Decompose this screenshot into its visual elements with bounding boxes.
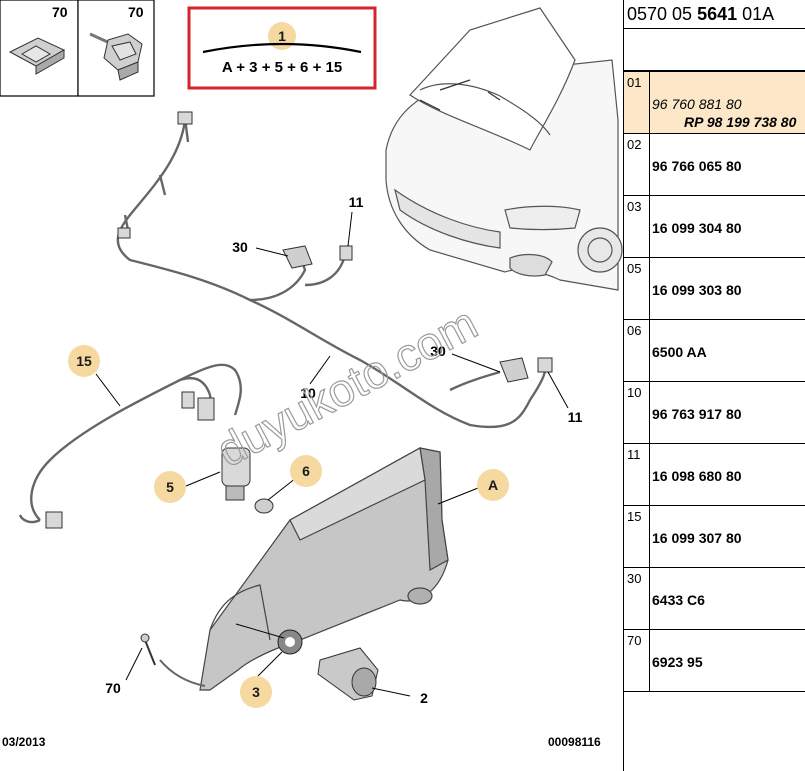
part-reference: 96 766 065 80 <box>650 134 805 195</box>
callout-10: 10 <box>300 385 316 401</box>
reference-code: 0570 05 5641 01A <box>624 0 805 29</box>
part-number: 06 <box>624 320 650 381</box>
part-reference-primary: 6433 C6 <box>652 592 705 608</box>
part-reference: 16 099 303 80 <box>650 258 805 319</box>
part-reference-primary: 16 098 680 80 <box>652 468 742 484</box>
part-number: 30 <box>624 568 650 629</box>
clip-icon <box>8 37 66 75</box>
callout-30: 30 <box>430 343 446 359</box>
svg-text:3: 3 <box>252 684 260 700</box>
car-illustration <box>385 7 623 291</box>
callout-2: 2 <box>420 690 428 706</box>
part-reference: 96 763 917 80 <box>650 382 805 443</box>
bubble-callout-5: 5 <box>154 471 186 503</box>
grommet-6[interactable] <box>254 498 274 514</box>
part-reference: 16 098 680 80 <box>650 444 805 505</box>
callout-11: 11 <box>568 409 583 425</box>
part-reference-primary: 96 760 881 80 <box>652 96 742 112</box>
part-number: 05 <box>624 258 650 319</box>
formula-text: A + 3 + 5 + 6 + 15 <box>222 59 342 76</box>
callout-70: 70 <box>105 680 121 696</box>
part-reference-primary: 96 766 065 80 <box>652 158 742 174</box>
part-reference: 16 099 307 80 <box>650 506 805 567</box>
part-reference: 6500 AA <box>650 320 805 381</box>
formula-box: 1 A + 3 + 5 + 6 + 15 <box>187 6 377 90</box>
part-number: 01 <box>624 72 650 133</box>
part-reference: 6433 C6 <box>650 568 805 629</box>
formula-item-number: 1 <box>278 28 286 44</box>
leader-lines <box>95 211 569 697</box>
part-reference-primary: 6923 95 <box>652 654 703 670</box>
screw-70[interactable] <box>140 633 156 666</box>
washer-reservoir-A[interactable] <box>199 447 449 691</box>
part-number: 11 <box>624 444 650 505</box>
thumbnail-screw[interactable]: 70 <box>77 0 155 97</box>
bubble-callout-6: 6 <box>290 455 322 487</box>
thumbnail-qty: 70 <box>52 4 68 20</box>
bubble-callout-A: A <box>477 469 509 501</box>
callout-11: 11 <box>349 194 364 210</box>
part-reference: 6923 95 <box>650 630 805 691</box>
exploded-parts-diagram: 70 70 1 A + 3 + 5 + 6 + 15 <box>0 0 623 749</box>
screw-icon <box>89 32 143 81</box>
bubble-callout-15: 15 <box>68 345 100 377</box>
svg-text:5: 5 <box>166 479 174 495</box>
part-number: 03 <box>624 196 650 257</box>
part-reference: 96 760 881 80 RP 98 199 738 80 <box>650 72 805 133</box>
connector-icon <box>117 111 553 373</box>
part-number: 02 <box>624 134 650 195</box>
part-reference-replacement: RP 98 199 738 80 <box>684 114 797 130</box>
footer-doc-number: 00098116 <box>548 735 601 749</box>
wiring-harness-10[interactable] <box>116 117 547 429</box>
svg-text:A: A <box>488 477 498 493</box>
part-number: 70 <box>624 630 650 691</box>
table-header <box>624 29 805 72</box>
callout-30: 30 <box>232 239 248 255</box>
part-number: 15 <box>624 506 650 567</box>
bubble-callout-3: 3 <box>240 676 272 708</box>
svg-text:6: 6 <box>302 463 310 479</box>
thumbnail-qty: 70 <box>128 4 144 20</box>
thumbnail-clip[interactable]: 70 <box>0 0 79 97</box>
washer-pump-5[interactable] <box>221 447 251 501</box>
part-reference-primary: 6500 AA <box>652 344 707 360</box>
svg-text:15: 15 <box>76 353 92 369</box>
part-reference-primary: 16 099 303 80 <box>652 282 742 298</box>
part-reference-primary: 96 763 917 80 <box>652 406 742 422</box>
part-reference: 16 099 304 80 <box>650 196 805 257</box>
level-sensor-2[interactable] <box>317 647 379 701</box>
clip-30-lower[interactable] <box>499 357 529 383</box>
part-number: 10 <box>624 382 650 443</box>
connector-icon <box>45 391 215 529</box>
clip-30-upper[interactable] <box>282 245 313 269</box>
hose <box>159 659 206 687</box>
seal-3[interactable] <box>277 629 303 655</box>
footer-date: 03/2013 <box>2 735 46 749</box>
part-reference-primary: 16 099 307 80 <box>652 530 742 546</box>
watermark: duyukoto.com <box>208 296 485 476</box>
wiring-harness-15[interactable] <box>18 363 242 524</box>
part-reference-primary: 16 099 304 80 <box>652 220 742 236</box>
